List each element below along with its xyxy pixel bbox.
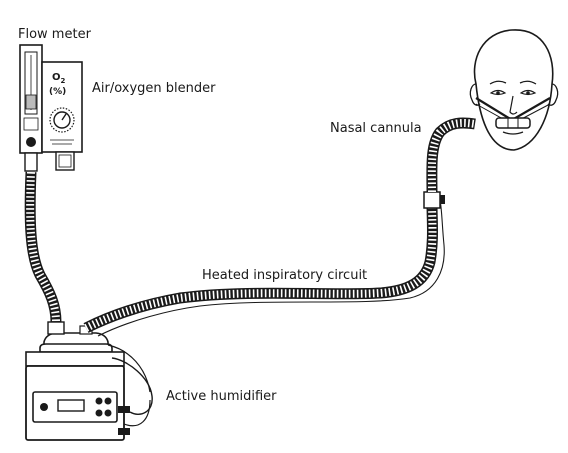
corrugated-tube-icon <box>83 117 476 337</box>
corrugated-tube-icon <box>24 171 62 323</box>
patient-face-icon <box>469 29 559 151</box>
label-active-humidifier: Active humidifier <box>166 389 277 404</box>
blender-o2-label: O2 <box>52 72 66 85</box>
label-flow-meter: Flow meter <box>18 27 91 42</box>
flow-meter-icon <box>19 44 43 172</box>
blender-percent-label: (%) <box>49 87 66 97</box>
label-air-oxygen-blender: Air/oxygen blender <box>92 81 216 96</box>
humidifier-icon <box>25 321 153 441</box>
blender-dial-icon: O2 (%) <box>41 61 83 171</box>
label-heated-inspiratory-circuit: Heated inspiratory circuit <box>202 268 368 283</box>
label-nasal-cannula: Nasal cannula <box>330 121 422 136</box>
